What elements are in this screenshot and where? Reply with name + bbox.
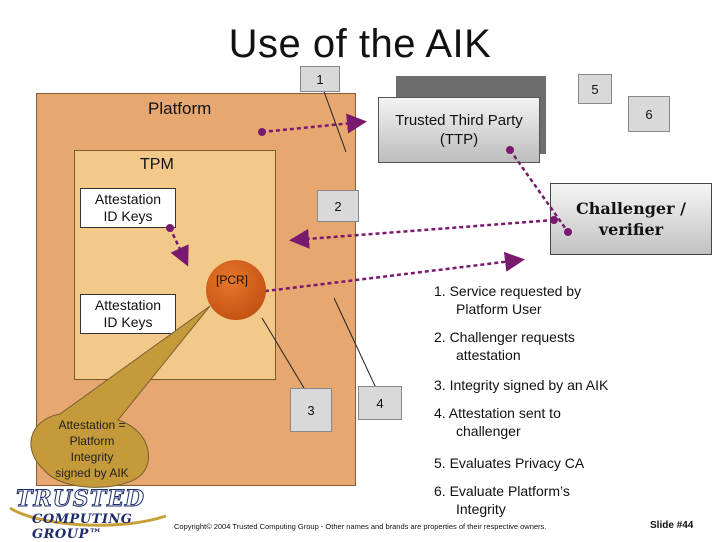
copyright-text: Copyright© 2004 Trusted Computing Group … [174, 522, 547, 531]
connector-dot [564, 228, 572, 236]
step-line2: challenger [456, 423, 521, 439]
marker-5: 5 [578, 74, 612, 104]
step-line1: 2. Challenger requests [434, 329, 575, 345]
connector-dot [258, 128, 266, 136]
logo-wordmark-top: TRUSTED [16, 486, 145, 513]
step-item: 4. Attestation sent to challenger [434, 404, 684, 440]
connector-dot [166, 224, 174, 232]
attestation-id-keys-line1: Attestation [94, 297, 162, 313]
pcr-circle: [PCR] [206, 260, 266, 320]
slide-title: Use of the AIK [228, 22, 492, 66]
step-line2: attestation [456, 347, 521, 363]
connector-dot [506, 146, 514, 154]
ttp-line2: (TTP) [439, 131, 479, 148]
arrow-key-to-pcr [168, 227, 189, 267]
pointer-line-1 [321, 85, 347, 153]
logo-wordmark-bottom: COMPUTING GROUP™ [32, 512, 133, 542]
challenger-verifier-box: Challenger / verifier [550, 183, 712, 255]
step-line1: 6. Evaluate Platform’s [434, 483, 570, 499]
arrow-platform-to-ttp [261, 113, 367, 134]
attestation-id-keys-box-2: Attestation ID Keys [80, 294, 176, 334]
pcr-label: [PCR] [216, 273, 249, 287]
ttp-line1: Trusted Third Party [395, 112, 523, 129]
step-item: 1. Service requested by Platform User [434, 282, 684, 318]
arrow-ttp-to-challenger [508, 149, 570, 233]
attestation-id-keys-box-1: Attestation ID Keys [80, 188, 176, 228]
step-item: 6. Evaluate Platform’s Integrity [434, 482, 684, 518]
connector-dot [550, 216, 558, 224]
attestation-note: Attestation = Platform Integrity signed … [36, 412, 148, 486]
attestation-id-keys-line1: Attestation [94, 191, 162, 207]
step-line1: 5. Evaluates Privacy CA [434, 455, 585, 471]
attestation-id-keys-line2: ID Keys [103, 314, 153, 330]
step-line1: 1. Service requested by [434, 283, 582, 299]
platform-label: Platform [148, 99, 212, 118]
note-line: Platform [69, 434, 115, 448]
attestation-callout [30, 305, 211, 488]
challenger-line1: Challenger / [576, 199, 686, 218]
step-line1: 3. Integrity signed by an AIK [434, 377, 609, 393]
marker-2: 2 [317, 190, 359, 222]
trusted-third-party-box: Trusted Third Party (TTP) [378, 97, 540, 163]
tpm-label: TPM [140, 156, 174, 173]
arrow-challenger-to-platform [289, 218, 555, 249]
step-line2: Integrity [456, 501, 506, 517]
challenger-line2: verifier [598, 220, 664, 239]
step-item: 5. Evaluates Privacy CA [434, 454, 684, 472]
pointer-line-3 [261, 317, 305, 389]
logo-swoosh [9, 506, 167, 527]
pointer-line-4 [333, 297, 377, 389]
marker-6: 6 [628, 96, 670, 132]
marker-4: 4 [358, 386, 402, 420]
step-line1: 4. Attestation sent to [434, 405, 561, 421]
slide-number: Slide #44 [650, 520, 694, 531]
note-line: Attestation = [58, 418, 126, 432]
step-item: 3. Integrity signed by an AIK [434, 376, 684, 394]
step-item: 2. Challenger requests attestation [434, 328, 684, 364]
arrow-pcr-to-challenger [257, 251, 525, 294]
marker-1: 1 [300, 66, 340, 92]
marker-3: 3 [290, 388, 332, 432]
tcg-logo: TRUSTED COMPUTING GROUP™ [8, 486, 168, 542]
attestation-id-keys-line2: ID Keys [103, 208, 153, 224]
step-line2: Platform User [456, 301, 542, 317]
note-line: signed by AIK [55, 466, 129, 480]
note-line: Integrity [70, 450, 114, 464]
